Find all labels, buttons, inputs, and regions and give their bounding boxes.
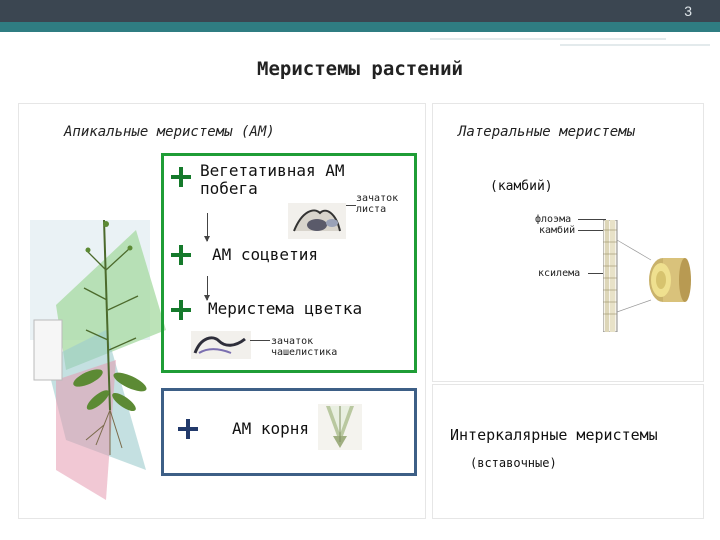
stem-cross-section bbox=[603, 220, 695, 332]
top-bar-accent bbox=[0, 22, 720, 32]
xylem-label: ксилема bbox=[538, 268, 580, 279]
cambium-subheading: (камбий) bbox=[490, 179, 553, 194]
root-am-label: АМ корня bbox=[232, 420, 309, 438]
top-bar bbox=[0, 0, 720, 22]
pointer-line bbox=[578, 230, 606, 231]
lateral-heading: Латеральные меристемы bbox=[458, 124, 635, 140]
plus-icon bbox=[171, 167, 191, 187]
sepal-primordium-label: зачаток чашелистика bbox=[271, 336, 337, 358]
shoot-apex-micrograph bbox=[288, 203, 346, 239]
page-title: Меристемы растений bbox=[0, 58, 720, 80]
plus-icon bbox=[178, 419, 198, 439]
decor-line bbox=[430, 38, 666, 40]
pointer-line bbox=[250, 340, 270, 341]
flower-primordium-micrograph bbox=[191, 331, 251, 359]
arrow-down bbox=[207, 213, 208, 241]
plus-icon bbox=[171, 300, 191, 320]
flower-meristem-label: Меристема цветка bbox=[208, 300, 362, 318]
phloem-label: флоэма bbox=[535, 214, 571, 225]
slide-number: 3 bbox=[684, 3, 692, 19]
inflorescence-am-label: АМ соцветия bbox=[212, 246, 318, 264]
plant-illustration bbox=[26, 210, 176, 510]
decor-line bbox=[560, 44, 710, 46]
intercalary-subheading: (вставочные) bbox=[470, 456, 557, 470]
intercalary-panel bbox=[432, 384, 704, 519]
vegetative-am-label: Вегетативная АМ побега bbox=[200, 162, 345, 198]
arrow-down bbox=[207, 276, 208, 300]
leaf-primordium-label: зачаток листа bbox=[356, 193, 398, 215]
pointer-line bbox=[578, 219, 606, 220]
root-tip-micrograph bbox=[318, 404, 362, 450]
plus-icon bbox=[171, 245, 191, 265]
apical-heading: Апикальные меристемы (АМ) bbox=[64, 124, 275, 140]
cambium-label: камбий bbox=[539, 225, 575, 236]
intercalary-heading: Интеркалярные меристемы bbox=[450, 426, 658, 444]
